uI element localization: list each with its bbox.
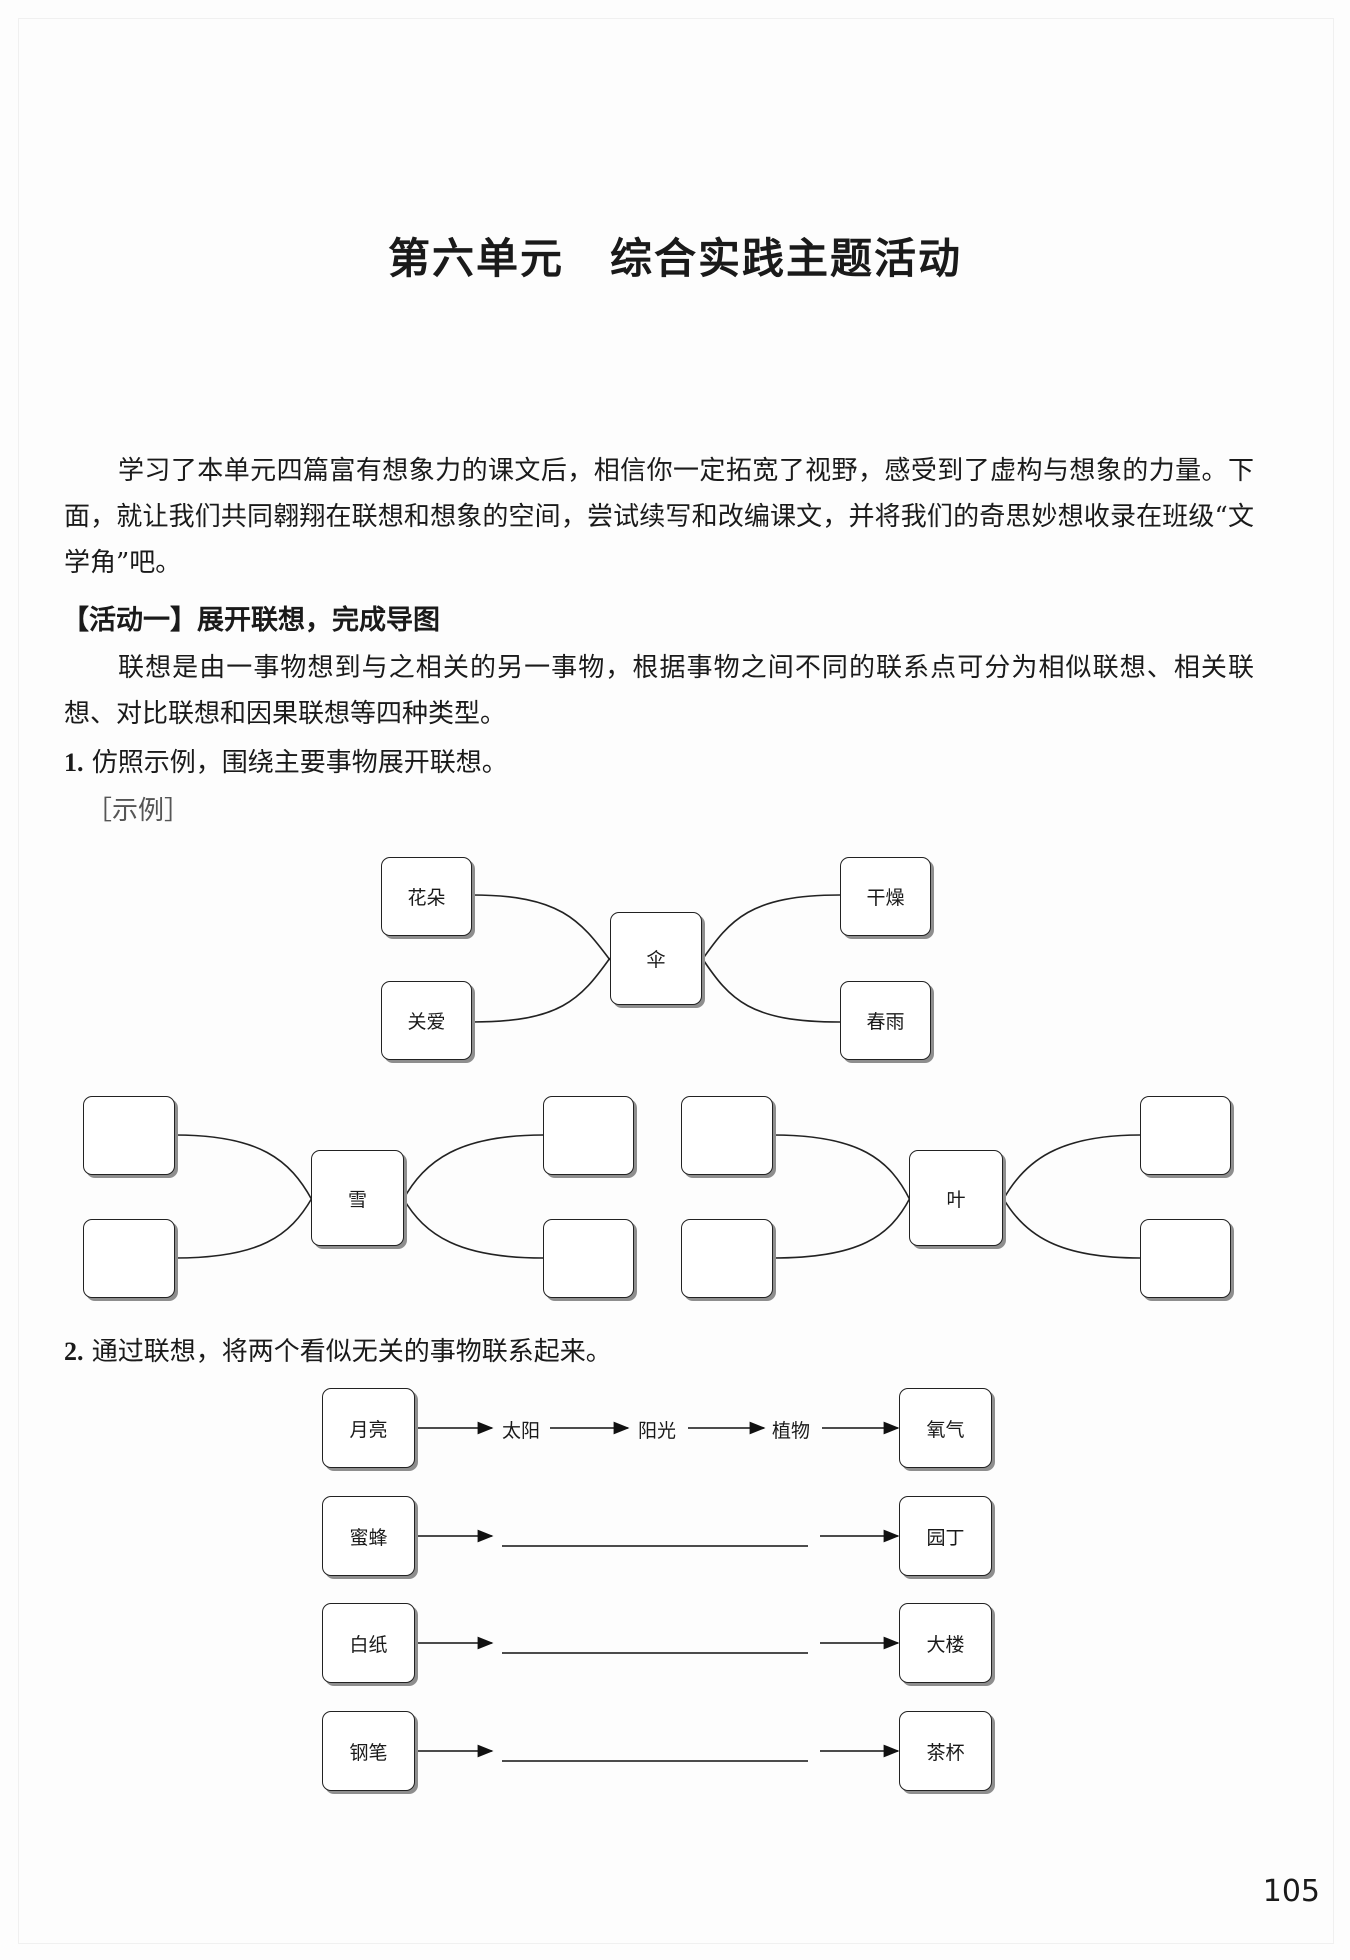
question-2-text: 通过联想，将两个看似无关的事物联系起来。 <box>91 1337 612 1367</box>
question-1: 1. 仿照示例，围绕主要事物展开联想。 <box>64 742 508 779</box>
chain4-end-node: 茶杯 <box>899 1711 992 1791</box>
snow-link-bottom-right <box>402 1197 544 1259</box>
umbrella-bottom-left-node: 关爱 <box>381 981 472 1060</box>
chain1-end-node: 氧气 <box>899 1388 992 1468</box>
umbrella-top-left-node: 花朵 <box>381 857 472 936</box>
page-number: 105 <box>1262 1874 1320 1909</box>
leaf-top-left-input[interactable] <box>681 1096 773 1175</box>
leaf-bottom-left-input[interactable] <box>681 1219 773 1298</box>
snow-link-bottom-left <box>174 1197 313 1259</box>
snow-bottom-right-input[interactable] <box>543 1219 634 1298</box>
example-label: ［示例］ <box>86 796 191 826</box>
activity-description: 联想是由一事物想到与之相关的另一事物，根据事物之间不同的联系点可分为相似联想、相… <box>64 653 1254 729</box>
chain1-step-2: 阳光 <box>634 1416 681 1443</box>
snow-center-node: 雪 <box>311 1150 404 1246</box>
chain2-start-node: 蜜蜂 <box>322 1496 415 1576</box>
leaf-center-node: 叶 <box>909 1150 1003 1246</box>
chain1-step-1: 太阳 <box>498 1416 545 1443</box>
snow-link-top-left <box>174 1134 313 1201</box>
chain2-end-node: 园丁 <box>899 1496 992 1576</box>
question-2-number: 2. <box>64 1337 84 1366</box>
leaf-top-right-input[interactable] <box>1140 1096 1231 1175</box>
chain4-start-node: 钢笔 <box>322 1711 415 1791</box>
page-border <box>18 18 1334 1944</box>
chain3-start-node: 白纸 <box>322 1603 415 1683</box>
question-1-text: 仿照示例，围绕主要事物展开联想。 <box>91 748 508 778</box>
page-title: 第六单元综合实践主题活动 <box>0 225 1350 286</box>
umbrella-link-bottom-right <box>701 957 841 1023</box>
leaf-link-top-left <box>772 1134 911 1201</box>
intro-paragraph: 学习了本单元四篇富有想象力的课文后，相信你一定拓宽了视野，感受到了虚构与想象的力… <box>64 456 1254 578</box>
chain3-end-node: 大楼 <box>899 1603 992 1683</box>
chain1-start-node: 月亮 <box>322 1388 415 1468</box>
snow-link-top-right <box>402 1134 544 1201</box>
snow-top-right-input[interactable] <box>543 1096 634 1175</box>
leaf-link-top-right <box>1002 1134 1141 1201</box>
activity-heading: 【活动一】展开联想，完成导图 <box>62 605 440 636</box>
title-unit: 第六单元 <box>387 234 564 283</box>
leaf-link-bottom-right <box>1002 1197 1141 1259</box>
leaf-bottom-right-input[interactable] <box>1140 1219 1231 1298</box>
umbrella-bottom-right-node: 春雨 <box>840 981 931 1060</box>
umbrella-link-bottom-left <box>471 957 611 1023</box>
leaf-link-bottom-left <box>772 1197 911 1259</box>
question-2: 2. 通过联想，将两个看似无关的事物联系起来。 <box>64 1331 612 1368</box>
umbrella-top-right-node: 干燥 <box>840 857 931 936</box>
title-topic: 综合实践主题活动 <box>610 234 963 283</box>
snow-bottom-left-input[interactable] <box>83 1219 175 1298</box>
chain1-step-3: 植物 <box>768 1416 815 1443</box>
question-1-number: 1. <box>64 748 84 777</box>
umbrella-link-top-left <box>471 894 611 961</box>
umbrella-center-node: 伞 <box>610 912 702 1005</box>
umbrella-link-top-right <box>701 894 841 961</box>
snow-top-left-input[interactable] <box>83 1096 175 1175</box>
